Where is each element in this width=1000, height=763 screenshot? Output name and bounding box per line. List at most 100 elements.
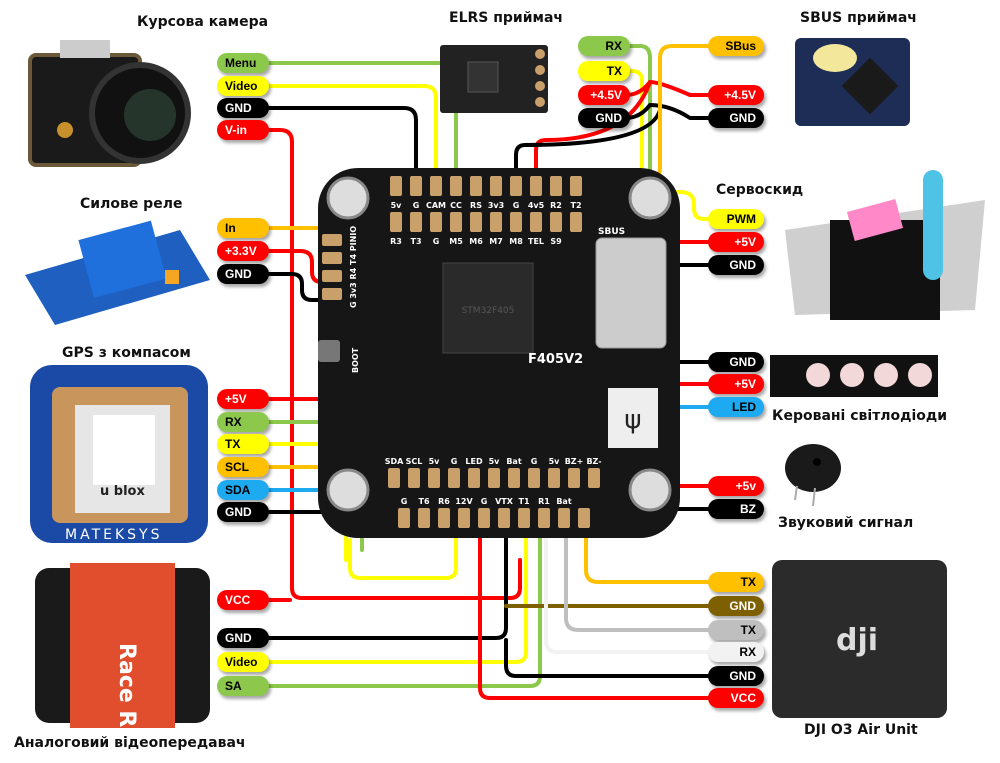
servo-pin-5v: +5V — [708, 232, 764, 252]
relay-pin-33v: +3.3V — [217, 241, 269, 261]
camera-image — [28, 40, 191, 167]
boot-button[interactable] — [318, 340, 340, 362]
wire-camera-video — [266, 84, 438, 182]
board-pad-label-bottom2: G — [481, 497, 488, 506]
vtx-pin-vcc: VCC — [217, 590, 269, 610]
camera-pin-gnd: GND — [217, 98, 269, 118]
gps-pin-scl: SCL — [217, 457, 269, 477]
servo-image — [785, 170, 985, 320]
board-pad-label-bottom1: SCL — [406, 457, 423, 466]
dji-pin-gnd-brown: GND — [708, 596, 764, 616]
buzzer-pin-5v: +5v — [708, 476, 764, 496]
board-pad-label-bottom2: 12V — [455, 497, 473, 506]
board-pad-label-bottom2: R1 — [538, 497, 550, 506]
flight-controller-board: STM32F405 ψ F405V2 SBUS BOOT G 3v3 R4 T4… — [318, 168, 680, 538]
leds-pin-gnd: GND — [708, 352, 764, 372]
bottom-pads — [388, 468, 600, 528]
camera-title: Курсова камера — [137, 14, 269, 30]
board-pad-label-bottom1: G — [531, 457, 538, 466]
elrs-pin-gnd: GND — [578, 108, 630, 128]
gps-pin-5v: +5V — [217, 389, 269, 409]
wire-elrs-gnd-down — [514, 108, 662, 182]
board-pad-label-top1: RS — [470, 201, 482, 210]
relay-pin-in: In — [217, 218, 269, 238]
board-pad-label-bottom1: BZ- — [586, 457, 601, 466]
vtx-pin-sa: SA — [217, 676, 269, 696]
board-pad-label-bottom1: LED — [465, 457, 483, 466]
usb-c-port — [595, 237, 667, 349]
camera-pin-menu: Menu — [217, 53, 269, 73]
camera-pin-video: Video — [217, 76, 269, 96]
wire-camera-menu — [266, 61, 458, 182]
left-pads — [322, 234, 342, 300]
relay-title: Силове реле — [80, 196, 183, 212]
relay-pin-gnd: GND — [217, 264, 269, 284]
wire-vtx-gnd — [266, 518, 508, 640]
boot-label: BOOT — [351, 347, 360, 373]
led-strip-image — [770, 355, 938, 397]
mcu-chip — [442, 262, 534, 354]
board-pad-label-top2: M6 — [469, 237, 483, 246]
sbus-pin-signal: SBus — [708, 36, 764, 56]
wire-elrs-45v — [624, 80, 712, 97]
board-pad-label-top1: T2 — [570, 201, 581, 210]
relay-image — [25, 220, 210, 325]
gps-brand: MATEKSYS — [65, 527, 162, 543]
leds-pin-data: LED — [708, 397, 764, 417]
ukraine-emblem-plate — [608, 388, 658, 448]
sbus-pin-gnd: GND — [708, 108, 764, 128]
wire-dji-vcc — [478, 518, 714, 700]
board-pad-label-bottom2: R6 — [438, 497, 450, 506]
gps-pin-gnd: GND — [217, 502, 269, 522]
wire-vtx-video — [266, 518, 528, 664]
dji-pin-gnd: GND — [708, 666, 764, 686]
dji-pin-tx-orange: TX — [708, 572, 764, 592]
board-pad-label-bottom2: Bat — [556, 497, 571, 506]
buzzer-image — [785, 444, 841, 507]
board-pad-label-top2: S9 — [550, 237, 562, 246]
sbus-title: SBUS приймач — [800, 10, 917, 26]
board-pad-label-bottom2: T6 — [418, 497, 429, 506]
leds-pin-5v: +5V — [708, 374, 764, 394]
wire-camera-vin — [266, 128, 522, 600]
board-pad-label-bottom2: VTX — [495, 497, 514, 506]
board-pad-label-bottom2: T1 — [518, 497, 529, 506]
wire-dji-gnd — [504, 638, 714, 678]
board-pad-label-bottom2: G — [401, 497, 408, 506]
wire-dji-rx-white — [544, 518, 714, 654]
dji-title: DJI O3 Air Unit — [804, 722, 918, 738]
elrs-title: ELRS приймач — [449, 10, 564, 26]
gps-image: u blox MATEKSYS — [30, 365, 208, 543]
board-pad-label-top2: T3 — [410, 237, 421, 246]
mcu-label: STM32F405 — [462, 306, 515, 316]
dji-pin-vcc: VCC — [708, 688, 764, 708]
servo-pin-pwm: PWM — [708, 209, 764, 229]
servo-pin-gnd: GND — [708, 255, 764, 275]
board-pad-label-top1: CC — [450, 201, 462, 210]
dji-logo-icon: dji — [836, 623, 878, 658]
board-pad-label-top2: M8 — [509, 237, 523, 246]
board-pad-label-bottom1: G — [451, 457, 458, 466]
dji-pin-rx-white: RX — [708, 642, 764, 662]
elrs-receiver-image — [440, 45, 548, 113]
wire-camera-gnd — [266, 106, 418, 182]
wire-vtx-video-cam — [348, 518, 458, 580]
board-pad-label-top2: R3 — [390, 237, 402, 246]
gps-pin-sda: SDA — [217, 480, 269, 500]
wire-elrs-gnd — [624, 103, 712, 120]
wire-dji-tx-gray — [564, 518, 714, 632]
board-pad-label-bottom1: SDA — [385, 457, 404, 466]
vtx-image: Race Ranger — [35, 563, 210, 733]
left-pad-labels: G 3v3 R4 T4 PINIO — [349, 226, 358, 308]
vtx-pin-gnd: GND — [217, 628, 269, 648]
sbus-pad-label: SBUS — [598, 227, 625, 237]
gps-pin-rx: RX — [217, 412, 269, 432]
dji-pin-tx-gray: TX — [708, 620, 764, 640]
board-pad-label-bottom1: 5v — [549, 457, 561, 466]
wire-relay-gnd — [266, 272, 336, 302]
buzzer-title: Звуковий сигнал — [778, 515, 914, 531]
board-pad-label-bottom1: BZ+ — [565, 457, 584, 466]
elrs-pin-tx: TX — [578, 61, 630, 81]
vtx-title: Аналоговий відеопередавач — [14, 735, 246, 751]
board-pad-label-top1: G — [513, 201, 520, 210]
